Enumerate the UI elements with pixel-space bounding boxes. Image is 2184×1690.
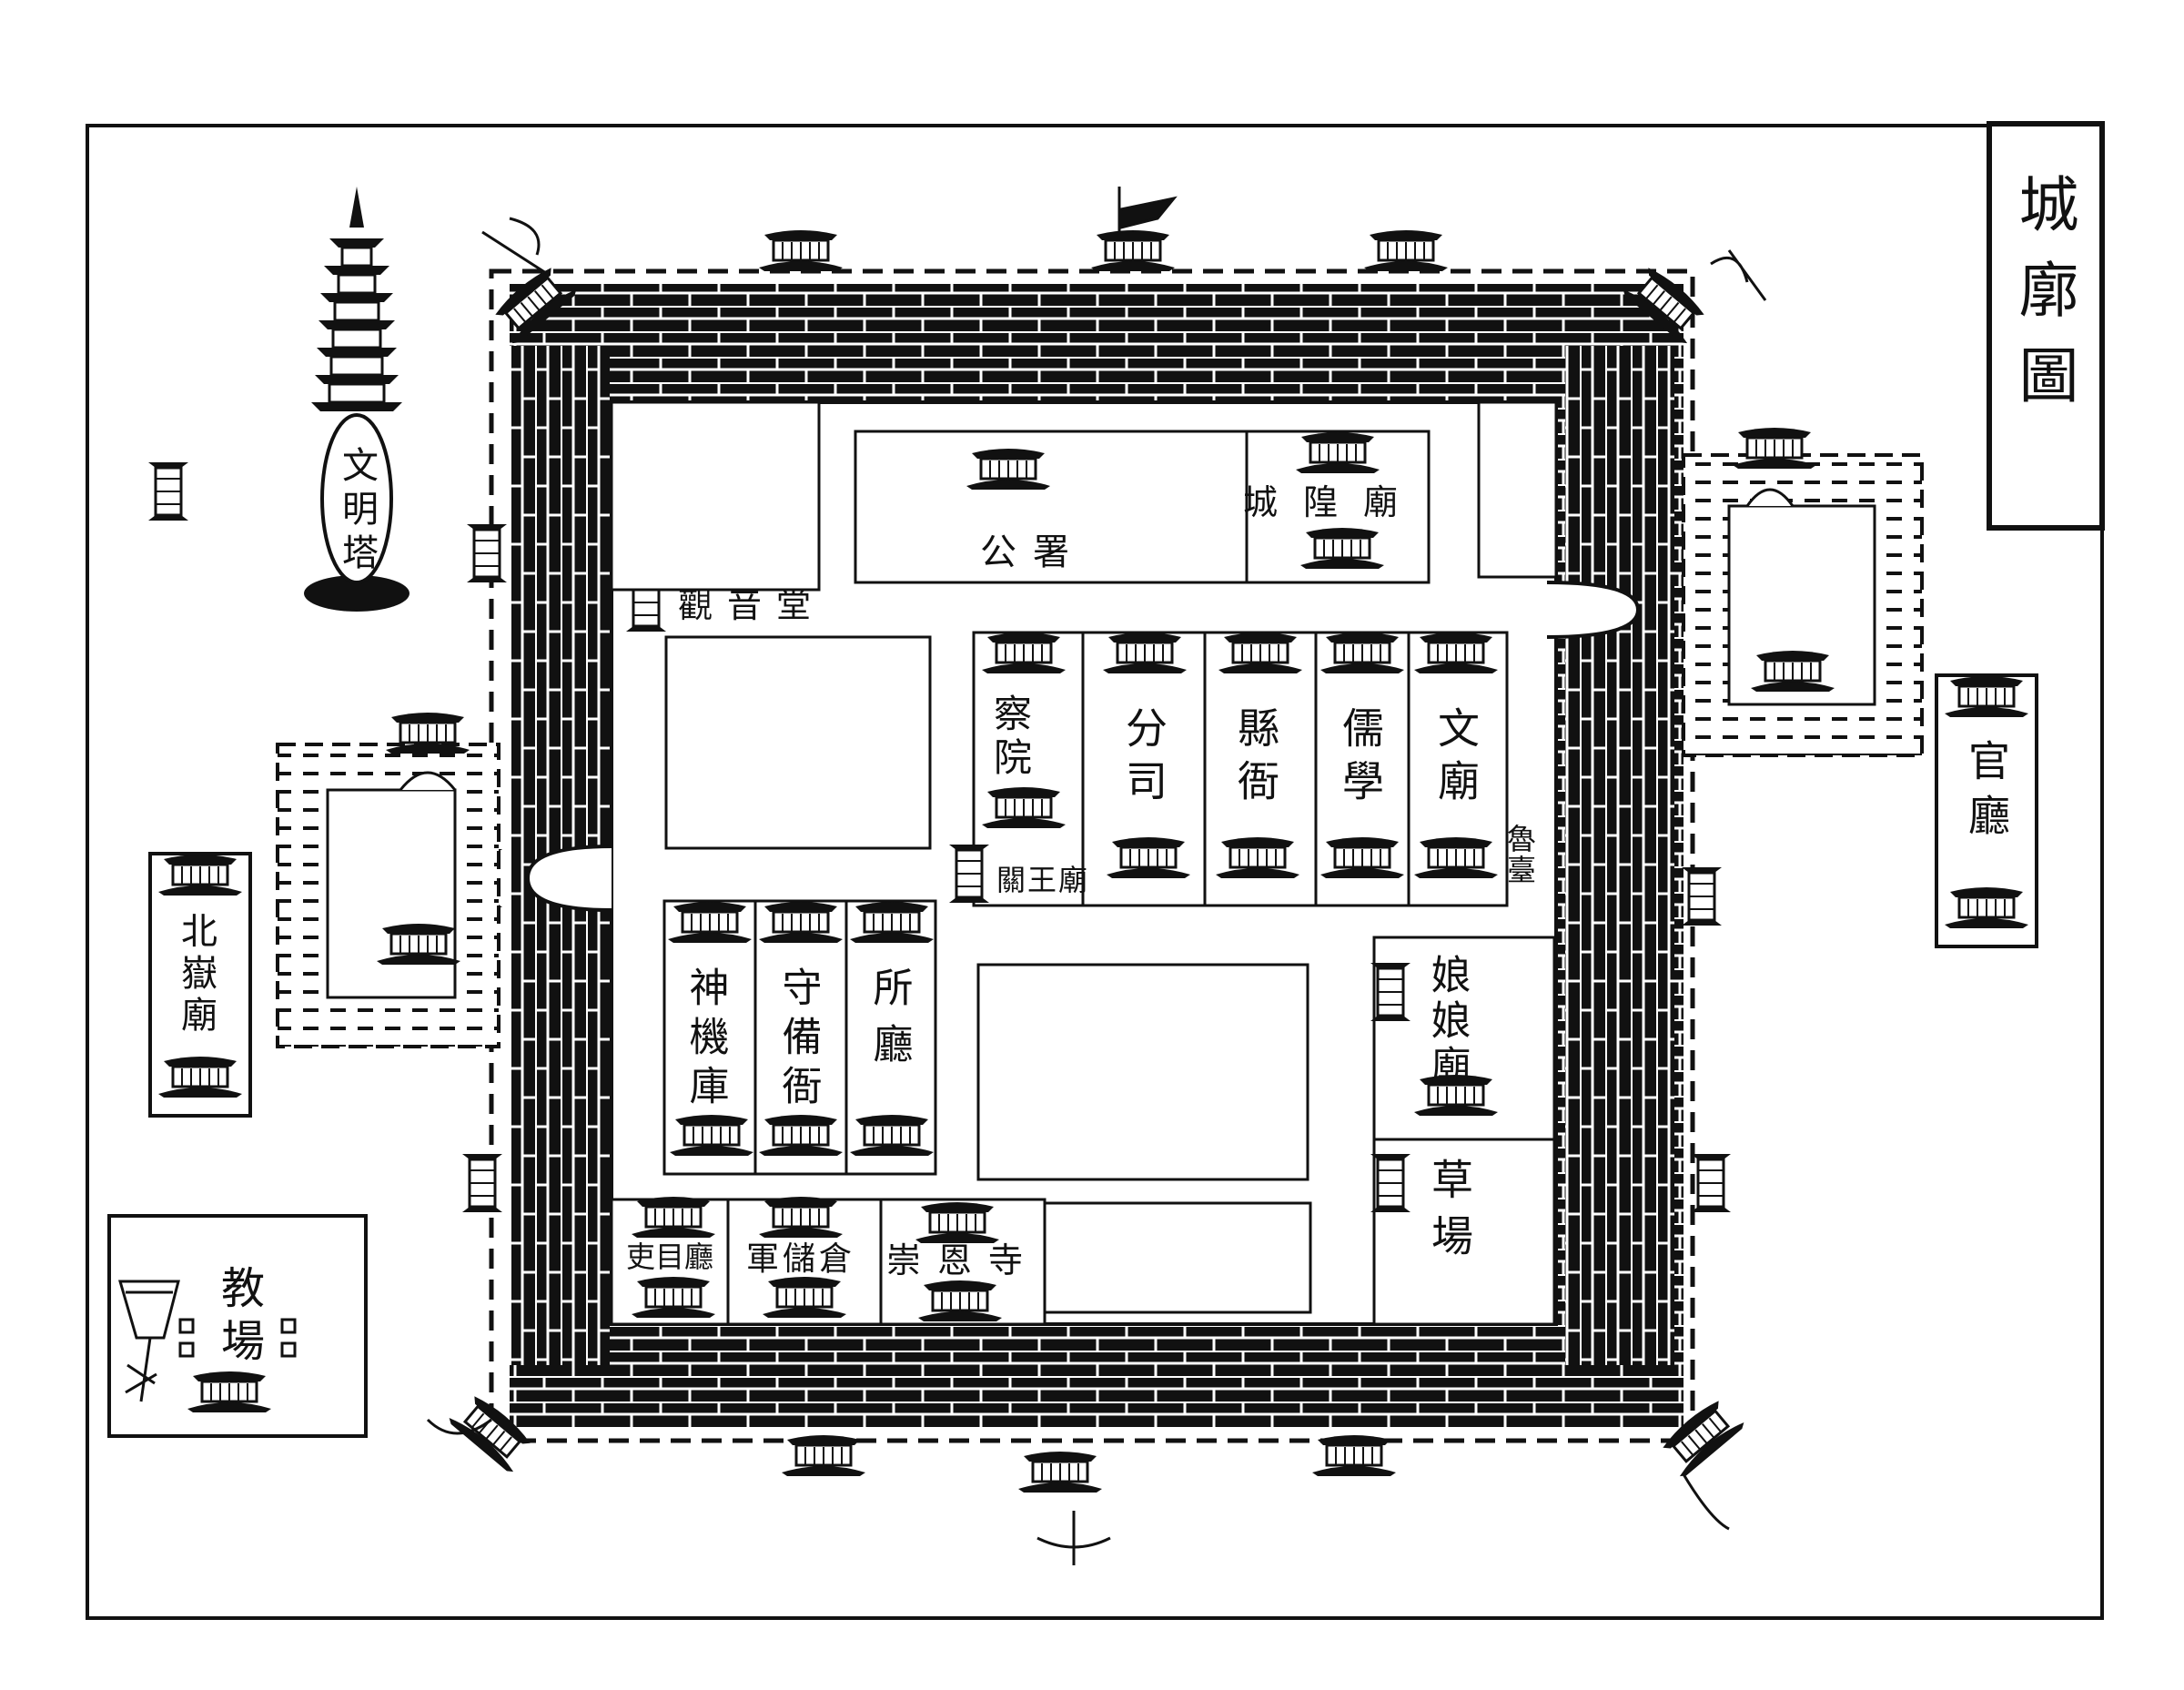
suoting-label: 所廳 (866, 966, 913, 1079)
xianya-label: 縣衙 (1231, 706, 1280, 812)
chayuan-label: 察院 (988, 693, 1033, 781)
banner-icon (426, 217, 1767, 1565)
title-box (1987, 121, 2105, 531)
gate-tower-icon (460, 1152, 504, 1214)
map-title: 城廓圖 (2009, 173, 2079, 430)
empty-lot (976, 963, 1309, 1181)
empty-lot (610, 400, 821, 592)
east-barbican (1682, 453, 1924, 757)
gongshu-label: 公署 (980, 531, 1086, 573)
limu-ting-label: 吏目廳 (626, 1240, 713, 1274)
caochang-label: 草場 (1425, 1158, 1474, 1270)
caochang-compound (1372, 1138, 1556, 1326)
niangniang-miao-label: 娘娘廟 (1424, 954, 1471, 1090)
fensi-label: 分司 (1119, 706, 1168, 812)
empty-lot (664, 635, 932, 850)
guanting-label: 官廳 (1962, 739, 2011, 848)
gate-tower-icon (1689, 1152, 1733, 1214)
pagoda-icon (304, 187, 410, 612)
beiyue-miao-label: 北嶽廟 (175, 912, 217, 1037)
shenji-ku-label: 神機庫 (682, 966, 729, 1114)
jiaochang-label: 教場 (213, 1265, 264, 1371)
west-barbican (276, 743, 500, 1048)
guanyin-tang-label: 觀音堂 (678, 585, 825, 625)
incense-burner-icon (178, 1318, 297, 1358)
chenghuang-miao-label: 城隍廟 (1243, 482, 1423, 522)
gate-tower-icon (147, 460, 190, 522)
guanwang-miao-label: 關王廟 (996, 863, 1089, 897)
gate-tower-icon (1680, 865, 1724, 927)
gate-tower-icon (1369, 961, 1412, 1023)
empty-lot (1477, 400, 1558, 579)
chongen-si-label: 崇恩寺 (886, 1240, 1039, 1280)
shoubei-ya-label: 守備衙 (775, 966, 823, 1114)
empty-lot (1043, 1201, 1312, 1314)
flag-icon (1117, 187, 1178, 237)
ruxue-label: 儒學 (1336, 706, 1385, 812)
office-row (972, 631, 1509, 907)
junchu-cang-label: 軍儲倉 (746, 1240, 855, 1278)
gate-tower-icon (947, 843, 991, 905)
gate-tower-icon (1369, 1152, 1412, 1214)
lutai-label: 魯臺 (1502, 824, 1537, 885)
gate-tower-icon (465, 522, 509, 584)
wenmiao-label: 文廟 (1431, 706, 1481, 812)
wenming-ta-label: 文明塔 (336, 446, 378, 577)
banner-icon (118, 1280, 180, 1402)
